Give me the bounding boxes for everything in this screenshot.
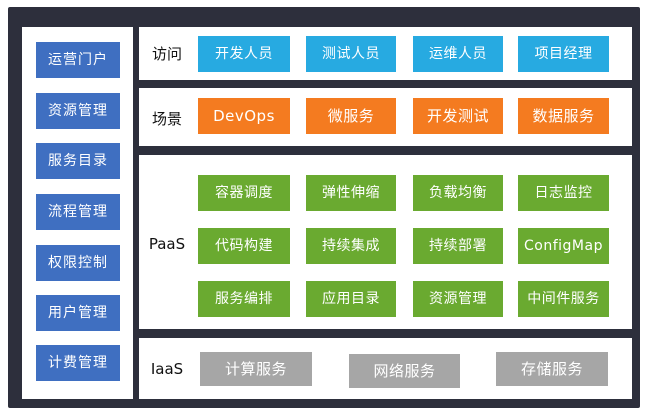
access-tile-project-managers[interactable]: 项目经理 — [518, 36, 609, 72]
paas-tile-elastic-scaling[interactable]: 弹性伸缩 — [306, 175, 396, 211]
paas-tile-service-orchestration[interactable]: 服务编排 — [198, 281, 290, 317]
scenario-tile-devops[interactable]: DevOps — [198, 98, 290, 134]
paas-tile-continuous-integration[interactable]: 持续集成 — [306, 228, 396, 264]
paas-tile-load-balancing[interactable]: 负载均衡 — [413, 175, 503, 211]
sidebar-item-process-management[interactable]: 流程管理 — [36, 194, 120, 230]
iaas-layer-label: IaaS — [150, 360, 184, 378]
paas-tile-container-scheduling[interactable]: 容器调度 — [198, 175, 290, 211]
sidebar-item-billing-management[interactable]: 计费管理 — [36, 345, 120, 381]
scenario-layer: 场景 DevOps 微服务 开发测试 数据服务 — [139, 88, 632, 146]
scenario-tile-data-services[interactable]: 数据服务 — [518, 98, 609, 134]
access-layer-label: 访问 — [151, 45, 182, 63]
scenario-tile-microservices[interactable]: 微服务 — [306, 98, 396, 134]
paas-layer: PaaS 容器调度 弹性伸缩 负载均衡 日志监控 代码构建 持续集成 持续部署 … — [139, 155, 632, 329]
sidebar-item-user-management[interactable]: 用户管理 — [36, 295, 120, 331]
paas-tile-log-monitoring[interactable]: 日志监控 — [518, 175, 609, 211]
access-tile-operators[interactable]: 运维人员 — [413, 36, 503, 72]
paas-tile-code-build[interactable]: 代码构建 — [198, 228, 290, 264]
scenario-tile-dev-test[interactable]: 开发测试 — [413, 98, 503, 134]
paas-tile-middleware-services[interactable]: 中间件服务 — [518, 281, 609, 317]
paas-tile-resource-management[interactable]: 资源管理 — [413, 281, 503, 317]
sidebar-item-operations-portal[interactable]: 运营门户 — [36, 42, 120, 78]
paas-layer-label: PaaS — [148, 235, 186, 253]
access-tile-testers[interactable]: 测试人员 — [306, 36, 396, 72]
access-layer: 访问 开发人员 测试人员 运维人员 项目经理 — [139, 27, 632, 80]
iaas-tile-network-services[interactable]: 网络服务 — [349, 354, 460, 388]
paas-tile-app-catalog[interactable]: 应用目录 — [306, 281, 396, 317]
sidebar-item-resource-management[interactable]: 资源管理 — [36, 93, 120, 129]
paas-tile-configmap[interactable]: ConfigMap — [518, 228, 609, 264]
access-tile-developers[interactable]: 开发人员 — [198, 36, 290, 72]
scenario-layer-label: 场景 — [151, 110, 182, 128]
iaas-tile-storage-services[interactable]: 存储服务 — [496, 352, 608, 386]
sidebar-item-service-catalog[interactable]: 服务目录 — [36, 143, 120, 179]
paas-tile-continuous-deployment[interactable]: 持续部署 — [413, 228, 503, 264]
iaas-layer: IaaS 计算服务 网络服务 存储服务 — [139, 338, 632, 399]
iaas-tile-compute-services[interactable]: 计算服务 — [200, 352, 312, 386]
sidebar-item-permission-control[interactable]: 权限控制 — [36, 245, 120, 281]
management-sidebar: 运营门户 资源管理 服务目录 流程管理 权限控制 用户管理 计费管理 — [22, 27, 133, 399]
